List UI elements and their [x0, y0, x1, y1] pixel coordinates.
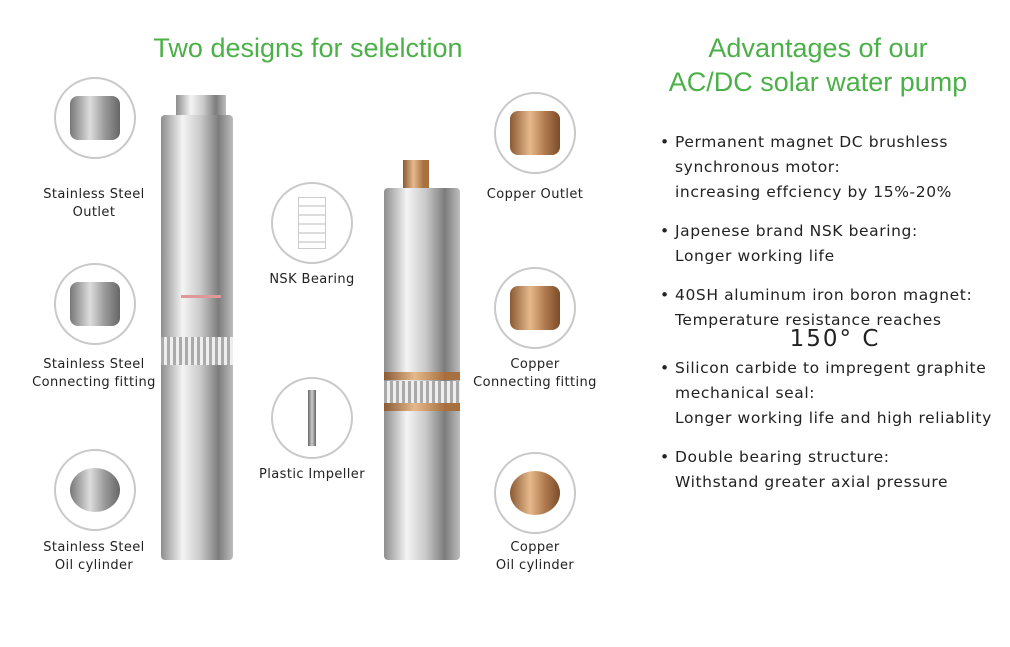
cu-fitting-image	[494, 267, 576, 349]
ss-outlet-image	[54, 77, 136, 159]
stainless-steel-pump-image	[161, 115, 233, 560]
copper-pump-image	[384, 188, 460, 560]
cu-outlet-label: Copper Outlet	[486, 187, 584, 202]
ss-oil-image	[54, 449, 136, 531]
steel-pump-top	[176, 95, 226, 117]
advantage-item: Japenese brand NSK bearing:Longer workin…	[660, 219, 1010, 269]
nsk-bearing-image	[271, 182, 353, 264]
nsk-bearing-label: NSK Bearing	[269, 272, 355, 287]
advantage-item: Double bearing structure:Withstand great…	[660, 445, 1010, 495]
advantage-item: Silicon carbide to impregent graphitemec…	[660, 356, 1010, 431]
plastic-impeller-label: Plastic Impeller	[259, 467, 365, 482]
cu-oil-image	[494, 452, 576, 534]
cu-outlet-image	[494, 92, 576, 174]
advantage-item: Permanent magnet DC brushlesssynchronous…	[660, 130, 1010, 205]
advantages-list: Permanent magnet DC brushlesssynchronous…	[660, 130, 1010, 509]
plastic-impeller-image	[271, 377, 353, 459]
copper-pump-top	[403, 160, 429, 190]
left-title: Two designs for selelction	[153, 33, 463, 63]
ss-fitting-image	[54, 263, 136, 345]
right-title: Advantages of our AC/DC solar water pump	[618, 31, 1010, 99]
right-title-line-2: AC/DC solar water pump	[668, 67, 968, 97]
right-title-line-1: Advantages of our	[708, 33, 928, 63]
advantage-item: 40SH aluminum iron boron magnet:Temperat…	[660, 283, 1010, 333]
